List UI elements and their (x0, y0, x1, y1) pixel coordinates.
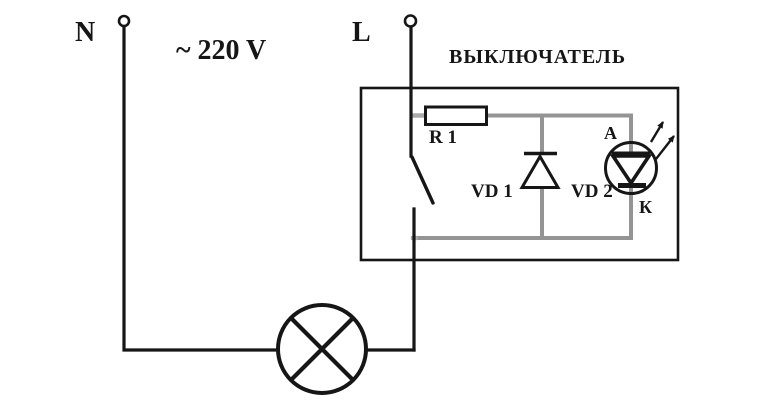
switch-box-title: ВЫКЛЮЧАТЕЛЬ (449, 46, 627, 68)
led-cathode-label: К (639, 197, 653, 217)
line-terminal-circle (403, 14, 418, 28)
voltage-label: ~ 220 V (176, 35, 267, 66)
led-symbol (604, 121, 675, 195)
resistor-label: R 1 (429, 127, 457, 148)
mains-wires (122, 25, 435, 352)
neutral-wire (122, 25, 279, 352)
indicator-circuit-wires (409, 113, 633, 241)
diode-symbol (519, 151, 561, 189)
led-label: VD 2 (571, 181, 613, 202)
neutral-terminal-circle (117, 14, 131, 28)
led-anode-label: A (604, 123, 617, 143)
led-triangle (609, 154, 653, 187)
resistor-symbol (424, 105, 488, 126)
diode-triangle (519, 153, 561, 189)
switch-enclosure-box (359, 86, 680, 262)
switch-blade (410, 155, 435, 205)
lamp-cross-icon (289, 316, 355, 382)
neutral-terminal-label: N (75, 17, 96, 48)
lamp-circle (276, 303, 368, 395)
line-terminal-label: L (352, 17, 371, 48)
led-circle (604, 141, 658, 195)
led-light-arrow-2 (655, 135, 675, 160)
lamp-symbol (276, 303, 368, 395)
led-light-arrow-1 (649, 121, 665, 143)
diode-label: VD 1 (471, 181, 513, 202)
